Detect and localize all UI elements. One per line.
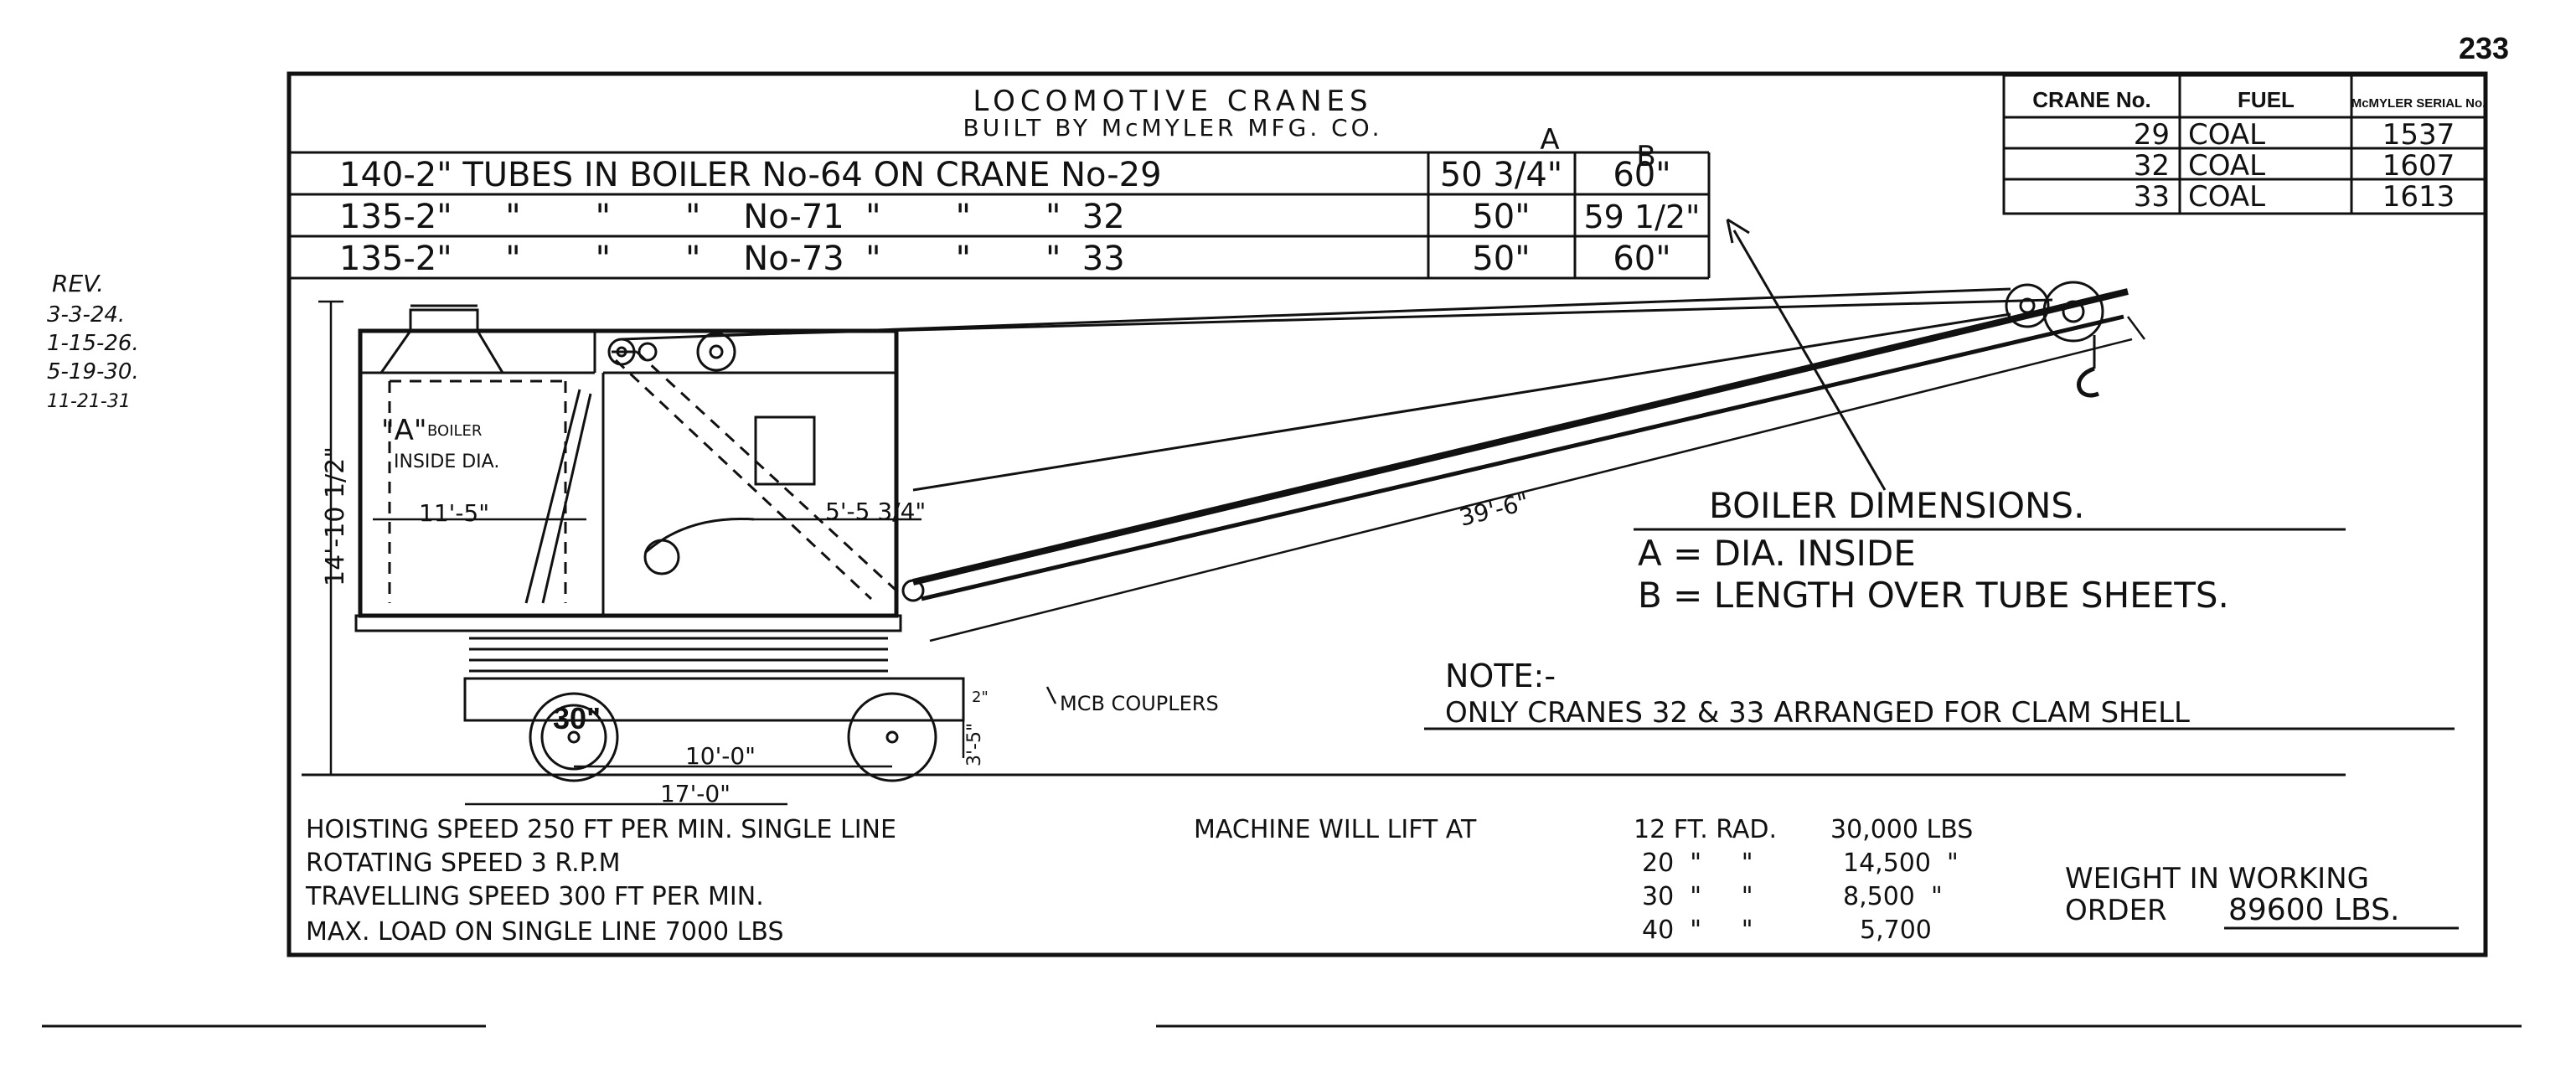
sheave-3 (696, 332, 736, 372)
boiler-row-2-a: 50" (1472, 198, 1530, 236)
crane-row-1-no: 29 (2134, 118, 2170, 152)
lift-row-2-radius: 20 " " (1642, 849, 1753, 878)
crane-header-fuel: FUEL (2238, 87, 2295, 112)
dim-rail: 2" (972, 689, 989, 706)
boiler-header-b: B (1636, 140, 1655, 173)
crane-header-crane: CRANE No. (2032, 87, 2151, 112)
dim-boiler-width: 11'-5" (419, 499, 489, 527)
crane-header-serial: McMYLER SERIAL No. (2351, 96, 2486, 111)
boiler-row-3-b: 60" (1613, 240, 1670, 278)
boom-upper (912, 288, 2129, 586)
boiler-row-1-a: 50 3/4" (1440, 156, 1562, 194)
label-inside-dia: INSIDE DIA. (394, 451, 499, 472)
boom-tip-sheave-1 (2005, 283, 2050, 328)
crane-row-2-serial: 1607 (2382, 149, 2455, 183)
boiler-dimensions-b: B = LENGTH OVER TUBE SHEETS. (1638, 575, 2229, 616)
boiler-row-1-b: 60" (1613, 156, 1670, 194)
boiler-row-2-b: 59 1/2" (1583, 199, 1700, 235)
boiler-row-2-tubes: 135-2" " " " No-71 " " " 32 (339, 198, 1125, 236)
weight-line-2-prefix: ORDER (2065, 894, 2167, 927)
spec-rotating: ROTATING SPEED 3 R.P.M (306, 849, 621, 878)
revision-notes: REV. 3-3-24. 1-15-26. 5-19-30. 11-21-31 (47, 270, 139, 412)
revision-date-1: 3-3-24. (47, 302, 125, 328)
working-weight: WEIGHT IN WORKING ORDER 89600 LBS. (2065, 862, 2459, 930)
crane-row-2-fuel: COAL (2188, 149, 2265, 183)
lift-row-2-load: 14,500 " (1843, 849, 1959, 878)
boiler-stack (379, 308, 505, 374)
revision-date-2: 1-15-26. (47, 331, 139, 356)
label-boiler-word: BOILER (427, 422, 482, 440)
boiler-row-3-a: 50" (1472, 240, 1530, 278)
lift-row-3-load: 8,500 " (1843, 882, 1943, 911)
label-boiler-a: "A" (381, 414, 427, 447)
title-line-2: BUILT BY McMYLER MFG. CO. (963, 114, 1383, 142)
lift-row-1-radius: 12 FT. RAD. (1634, 815, 1777, 844)
weight-value: 89600 LBS. (2228, 893, 2399, 927)
boiler-header-a: A (1540, 123, 1559, 157)
house-window (754, 415, 816, 486)
lift-table: MACHINE WILL LIFT AT 12 FT. RAD. 30,000 … (1194, 815, 1973, 945)
boiler-dimensions-title: BOILER DIMENSIONS. (1709, 485, 2084, 526)
boom-tip-sheave-2 (2042, 281, 2104, 343)
dim-truck-height: 3'-5" (964, 723, 985, 766)
crane-row-1-serial: 1537 (2382, 118, 2455, 152)
lift-row-1-load: 30,000 LBS (1830, 815, 1973, 844)
revision-label: REV. (52, 270, 104, 297)
label-couplers: MCB COUPLERS (1060, 692, 1219, 715)
title-line-1: LOCOMOTIVE CRANES (973, 85, 1372, 118)
drawing-border (287, 71, 2488, 957)
crane-table: CRANE No. FUEL McMYLER SERIAL No. 29 COA… (2002, 74, 2487, 215)
lift-row-4-load: 5,700 (1860, 916, 1932, 945)
note: NOTE:- ONLY CRANES 32 & 33 ARRANGED FOR … (1424, 658, 2455, 730)
revision-date-3: 5-19-30. (47, 359, 139, 384)
boiler-dimensions-legend: BOILER DIMENSIONS. A = DIA. INSIDE B = L… (1634, 485, 2346, 616)
truck-frame (463, 677, 965, 722)
dim-wheelbase: 10'-0" (685, 742, 756, 770)
sheave-2 (638, 342, 658, 362)
label-wheel-dia: 30" (553, 701, 601, 735)
weight-line-1: WEIGHT IN WORKING (2065, 862, 2369, 895)
crane-row-1-fuel: COAL (2188, 118, 2265, 152)
crane-elevation: 14'-10 1/2" "A" BOILER INSIDE DIA. 11'-5… (302, 281, 2346, 807)
spec-max-load: MAX. LOAD ON SINGLE LINE 7000 LBS (306, 917, 783, 947)
lift-label: MACHINE WILL LIFT AT (1194, 815, 1477, 844)
crane-row-3-fuel: COAL (2188, 180, 2265, 214)
spec-hoisting: HOISTING SPEED 250 FT PER MIN. SINGLE LI… (306, 815, 896, 844)
boiler-dimensions-a: A = DIA. INSIDE (1638, 533, 1916, 574)
performance-specs: HOISTING SPEED 250 FT PER MIN. SINGLE LI… (305, 815, 896, 947)
wheel-rear (847, 692, 937, 782)
dim-boom-length: 39'-6" (1457, 488, 1532, 531)
boiler-row-1-tubes: 140-2" TUBES IN BOILER No-64 ON CRANE No… (339, 156, 1162, 194)
pointer-arrow (1732, 230, 1887, 491)
crane-row-2-no: 32 (2134, 149, 2170, 183)
crane-hook (2077, 366, 2099, 398)
boom-lower (921, 314, 2124, 601)
crane-row-3-serial: 1613 (2382, 180, 2455, 214)
lift-row-4-radius: 40 " " (1642, 916, 1753, 945)
crane-row-3-no: 33 (2134, 180, 2170, 214)
dim-swing-radius: 5'-5 3/4" (825, 498, 926, 525)
revision-date-4: 11-21-31 (47, 391, 131, 412)
note-text: ONLY CRANES 32 & 33 ARRANGED FOR CLAM SH… (1445, 696, 2190, 730)
note-label: NOTE:- (1445, 658, 1556, 694)
page-number: 233 (2459, 31, 2509, 65)
spec-travelling: TRAVELLING SPEED 300 FT PER MIN. (305, 882, 764, 911)
boiler-row-3-tubes: 135-2" " " " No-73 " " " 33 (339, 240, 1125, 278)
boiler-table: A B 140-2" TUBES IN BOILER No-64 ON CRAN… (289, 123, 1711, 280)
dim-height: 14'-10 1/2" (321, 446, 350, 586)
lift-row-3-radius: 30 " " (1642, 882, 1753, 911)
wheel-front (529, 692, 619, 782)
dim-truck-length: 17'-0" (660, 780, 730, 807)
